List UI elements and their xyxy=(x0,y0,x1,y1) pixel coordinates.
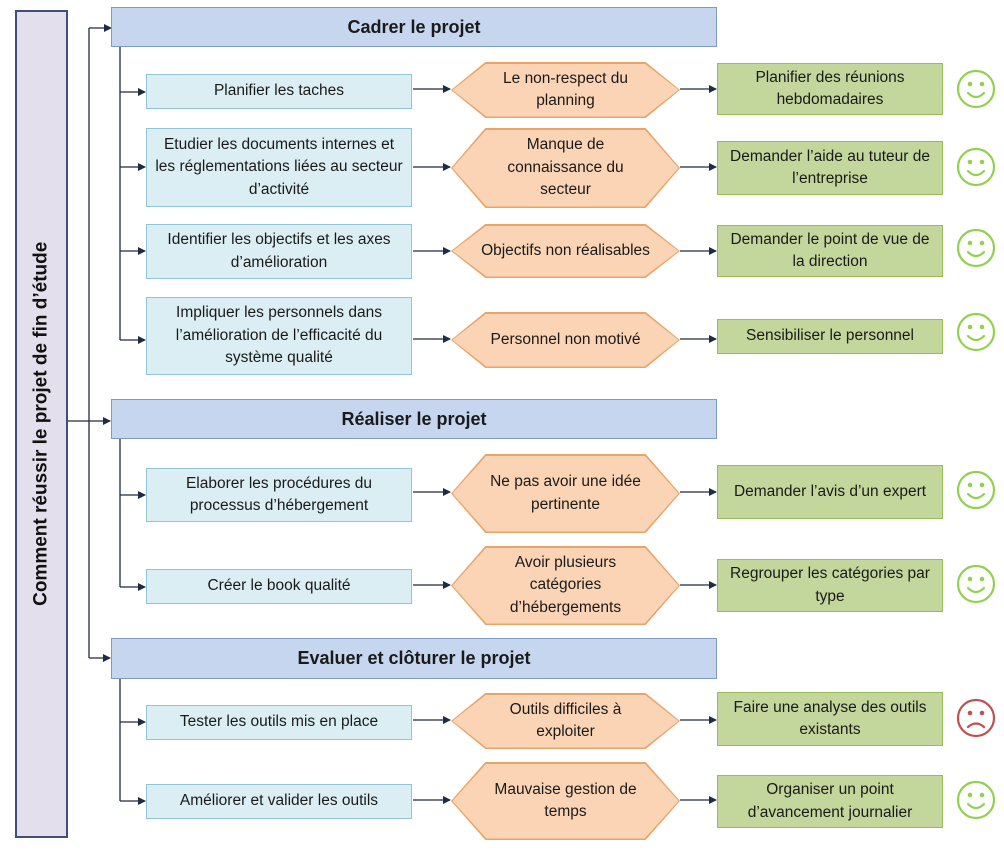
risk-label: Le non-respect du planning xyxy=(503,69,628,109)
risk-label: Ne pas avoir une idée pertinente xyxy=(490,473,641,513)
risk-label: Outils difficiles à exploiter xyxy=(509,700,622,740)
action-box: Faire une analyse des outils existants xyxy=(717,692,943,746)
action-box: Planifier des réunions hebdomadaires xyxy=(717,63,943,115)
happy-smiley-icon xyxy=(956,69,996,109)
risk-hexagon: Avoir plusieurs catégories d’hébergement… xyxy=(451,546,680,625)
happy-smiley-icon xyxy=(956,780,996,820)
task-box: Améliorer et valider les outils xyxy=(146,784,412,819)
risk-label: Objectifs non réalisables xyxy=(481,241,650,259)
action-box: Regrouper les catégories par type xyxy=(717,559,943,612)
phase-header-2: Réaliser le projet xyxy=(111,399,717,439)
action-box: Demander le point de vue de la direction xyxy=(717,225,943,277)
risk-hexagon: Le non-respect du planning xyxy=(451,62,680,118)
sad-smiley-icon xyxy=(956,698,996,738)
task-box: Elaborer les procédures du processus d’h… xyxy=(146,468,412,522)
task-box: Planifier les taches xyxy=(146,74,412,109)
risk-label: Mauvaise gestion de temps xyxy=(494,780,637,820)
task-box: Etudier les documents internes et les ré… xyxy=(146,128,412,207)
risk-label: Avoir plusieurs catégories d’hébergement… xyxy=(509,553,622,616)
risk-label: Manque de connaissance du secteur xyxy=(507,136,624,199)
happy-smiley-icon xyxy=(956,470,996,510)
task-box: Créer le book qualité xyxy=(146,569,412,604)
task-box: Identifier les objectifs et les axes d’a… xyxy=(146,224,412,279)
happy-smiley-icon xyxy=(956,564,996,604)
action-box: Sensibiliser le personnel xyxy=(717,319,943,354)
happy-smiley-icon xyxy=(956,147,996,187)
risk-hexagon: Ne pas avoir une idée pertinente xyxy=(451,454,680,533)
action-box: Organiser un point d’avancement journali… xyxy=(717,775,943,828)
action-box: Demander l’avis d’un expert xyxy=(717,465,943,519)
risk-label: Personnel non motivé xyxy=(490,330,641,348)
risk-hexagon: Mauvaise gestion de temps xyxy=(451,762,680,840)
risk-hexagon: Outils difficiles à exploiter xyxy=(451,693,680,749)
phase-header-3: Evaluer et clôturer le projet xyxy=(111,638,717,679)
risk-hexagon: Objectifs non réalisables xyxy=(451,224,680,278)
happy-smiley-icon xyxy=(956,312,996,352)
happy-smiley-icon xyxy=(956,228,996,268)
risk-hexagon: Manque de connaissance du secteur xyxy=(451,128,680,208)
task-box: Tester les outils mis en place xyxy=(146,705,412,740)
action-box: Demander l’aide au tuteur de l’entrepris… xyxy=(717,141,943,195)
task-box: Impliquer les personnels dans l’améliora… xyxy=(146,297,412,375)
phase-header-1: Cadrer le projet xyxy=(111,7,717,47)
root-question-label: Comment réussir le projet de fin d’étude xyxy=(30,241,52,607)
root-question-box: Comment réussir le projet de fin d’étude xyxy=(15,10,68,838)
risk-hexagon: Personnel non motivé xyxy=(451,312,680,368)
